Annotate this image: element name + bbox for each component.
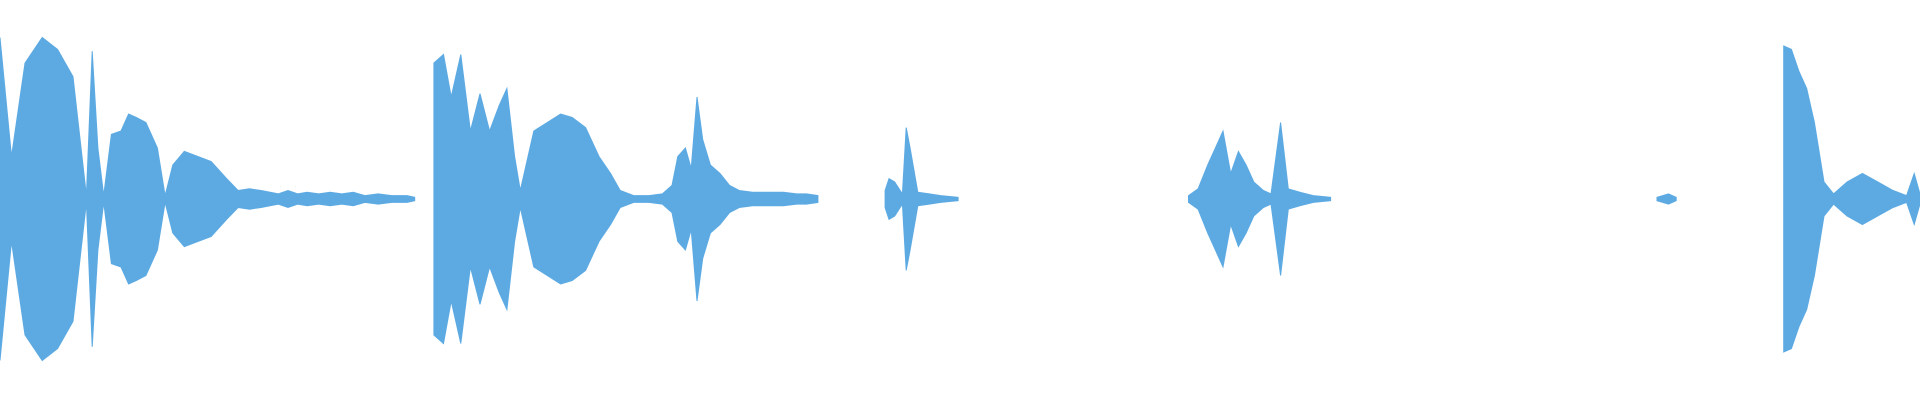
waveform-segments	[0, 36, 1920, 362]
